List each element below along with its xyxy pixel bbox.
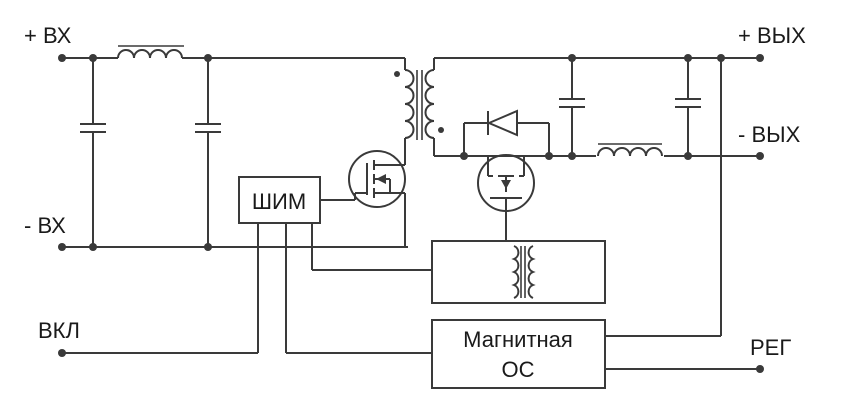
main-transformer — [394, 57, 760, 165]
output-minus-label: - ВЫХ — [738, 122, 801, 147]
reg-label: РЕГ — [750, 335, 791, 360]
output-inductor-icon — [597, 147, 663, 157]
secondary-rectifier — [460, 109, 553, 241]
input-filter — [58, 45, 408, 251]
mosfet-icon — [348, 150, 406, 208]
primary-mosfet — [320, 150, 406, 247]
input-plus-label: + ВХ — [24, 23, 72, 48]
output-filter — [559, 54, 764, 336]
feedback-label-line2: ОС — [502, 357, 535, 382]
transformer-primary-icon — [404, 69, 415, 139]
enable-label: ВКЛ — [38, 318, 80, 343]
pwm-controller: ШИМ — [58, 176, 432, 357]
magnetic-feedback: Магнитная ОС — [431, 319, 764, 389]
input-minus-label: - ВХ — [24, 213, 66, 238]
transformer-secondary-icon — [424, 69, 435, 139]
transformer-icon — [511, 245, 520, 299]
input-inductor-icon — [117, 49, 183, 59]
feedback-label-line1: Магнитная — [463, 327, 573, 352]
output-plus-label: + ВЫХ — [738, 23, 806, 48]
diode-icon — [486, 109, 518, 137]
gate-drive-transformer — [431, 240, 606, 304]
pwm-label: ШИМ — [252, 189, 306, 214]
